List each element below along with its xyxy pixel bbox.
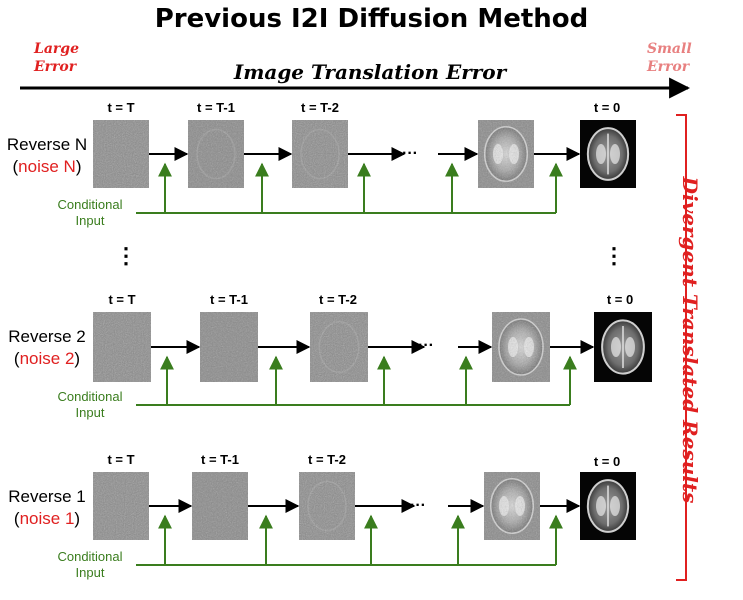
timestep-label: t = T-2: [308, 452, 346, 467]
large-error-line2: Error: [34, 59, 77, 75]
noise-texture: [93, 472, 149, 540]
vertical-dots-right: ⋮: [603, 243, 625, 268]
open-paren: (: [13, 349, 20, 368]
row-label-reverse-2: Reverse 2 (noise 2): [2, 326, 92, 370]
timestep-label: t = T: [107, 100, 135, 115]
row-noise-line: (noise N): [2, 156, 92, 178]
cond-line2: Input: [75, 213, 105, 228]
brain-ventricle: [596, 496, 606, 516]
figure-title: Previous I2I Diffusion Method: [154, 4, 589, 34]
noise-texture: [93, 312, 151, 382]
noise-texture: [192, 472, 248, 540]
brain-ventricle: [610, 496, 620, 516]
noise-label: noise 1: [19, 509, 75, 528]
timestep-label: t = T-1: [210, 292, 248, 307]
brain-ventricle: [611, 337, 621, 357]
noise-texture: [310, 312, 368, 382]
row-title: Reverse N: [6, 135, 88, 154]
close-paren: ): [74, 349, 81, 368]
row-noise-line: (noise 1): [2, 508, 92, 530]
cond-line1: Conditional: [57, 549, 123, 564]
brain-ventricle: [610, 144, 620, 164]
noise-texture: [484, 472, 540, 540]
open-paren: (: [12, 157, 19, 176]
noise-texture: [188, 120, 244, 188]
noise-texture: [292, 120, 348, 188]
ellipsis: ···: [418, 337, 434, 354]
open-paren: (: [13, 509, 20, 528]
small-error-line2: Error: [647, 59, 690, 75]
close-paren: ): [74, 509, 81, 528]
vertical-dots-left: ⋮: [115, 243, 137, 268]
conditional-input-label: Conditional Input: [45, 549, 135, 581]
row-title: Reverse 2: [8, 327, 86, 346]
timestep-label: t = T-2: [319, 292, 357, 307]
results-bracket: [676, 114, 687, 581]
row-label-reverse-1: Reverse 1 (noise 1): [2, 486, 92, 530]
error-axis-label: Image Translation Error: [233, 60, 507, 84]
timestep-label: t = 0: [606, 292, 634, 307]
timestep-label: t = 0: [593, 100, 621, 115]
row-title: Reverse 1: [8, 487, 86, 506]
ellipsis: ···: [410, 497, 426, 514]
ellipsis: ···: [402, 145, 418, 162]
timestep-label: t = 0: [593, 454, 621, 469]
cond-line2: Input: [75, 405, 105, 420]
timestep-label: t = T-1: [201, 452, 239, 467]
noise-texture: [478, 120, 534, 188]
timestep-label: t = T: [108, 292, 136, 307]
noise-label: noise 2: [19, 349, 75, 368]
brain-ventricle: [625, 337, 635, 357]
noise-label: noise N: [18, 157, 76, 176]
noise-texture: [492, 312, 550, 382]
row-noise-line: (noise 2): [2, 348, 92, 370]
small-error-label: Small Error: [647, 40, 692, 76]
large-error-line1: Large: [34, 41, 79, 57]
cond-line1: Conditional: [57, 389, 123, 404]
close-paren: ): [75, 157, 82, 176]
timestep-label: t = T: [107, 452, 135, 467]
divergent-results-label: Divergent Translated Results: [678, 176, 702, 504]
conditional-input-label: Conditional Input: [45, 389, 135, 421]
timestep-label: t = T-1: [197, 100, 235, 115]
brain-ventricle: [596, 144, 606, 164]
small-error-line1: Small: [647, 41, 692, 57]
cond-line2: Input: [75, 565, 105, 580]
row-label-reverse-n: Reverse N (noise N): [2, 134, 92, 178]
noise-texture: [299, 472, 355, 540]
noise-texture: [200, 312, 258, 382]
timestep-label: t = T-2: [301, 100, 339, 115]
large-error-label: Large Error: [34, 40, 79, 76]
cond-line1: Conditional: [57, 197, 123, 212]
conditional-input-label: Conditional Input: [45, 197, 135, 229]
noise-texture: [93, 120, 149, 188]
